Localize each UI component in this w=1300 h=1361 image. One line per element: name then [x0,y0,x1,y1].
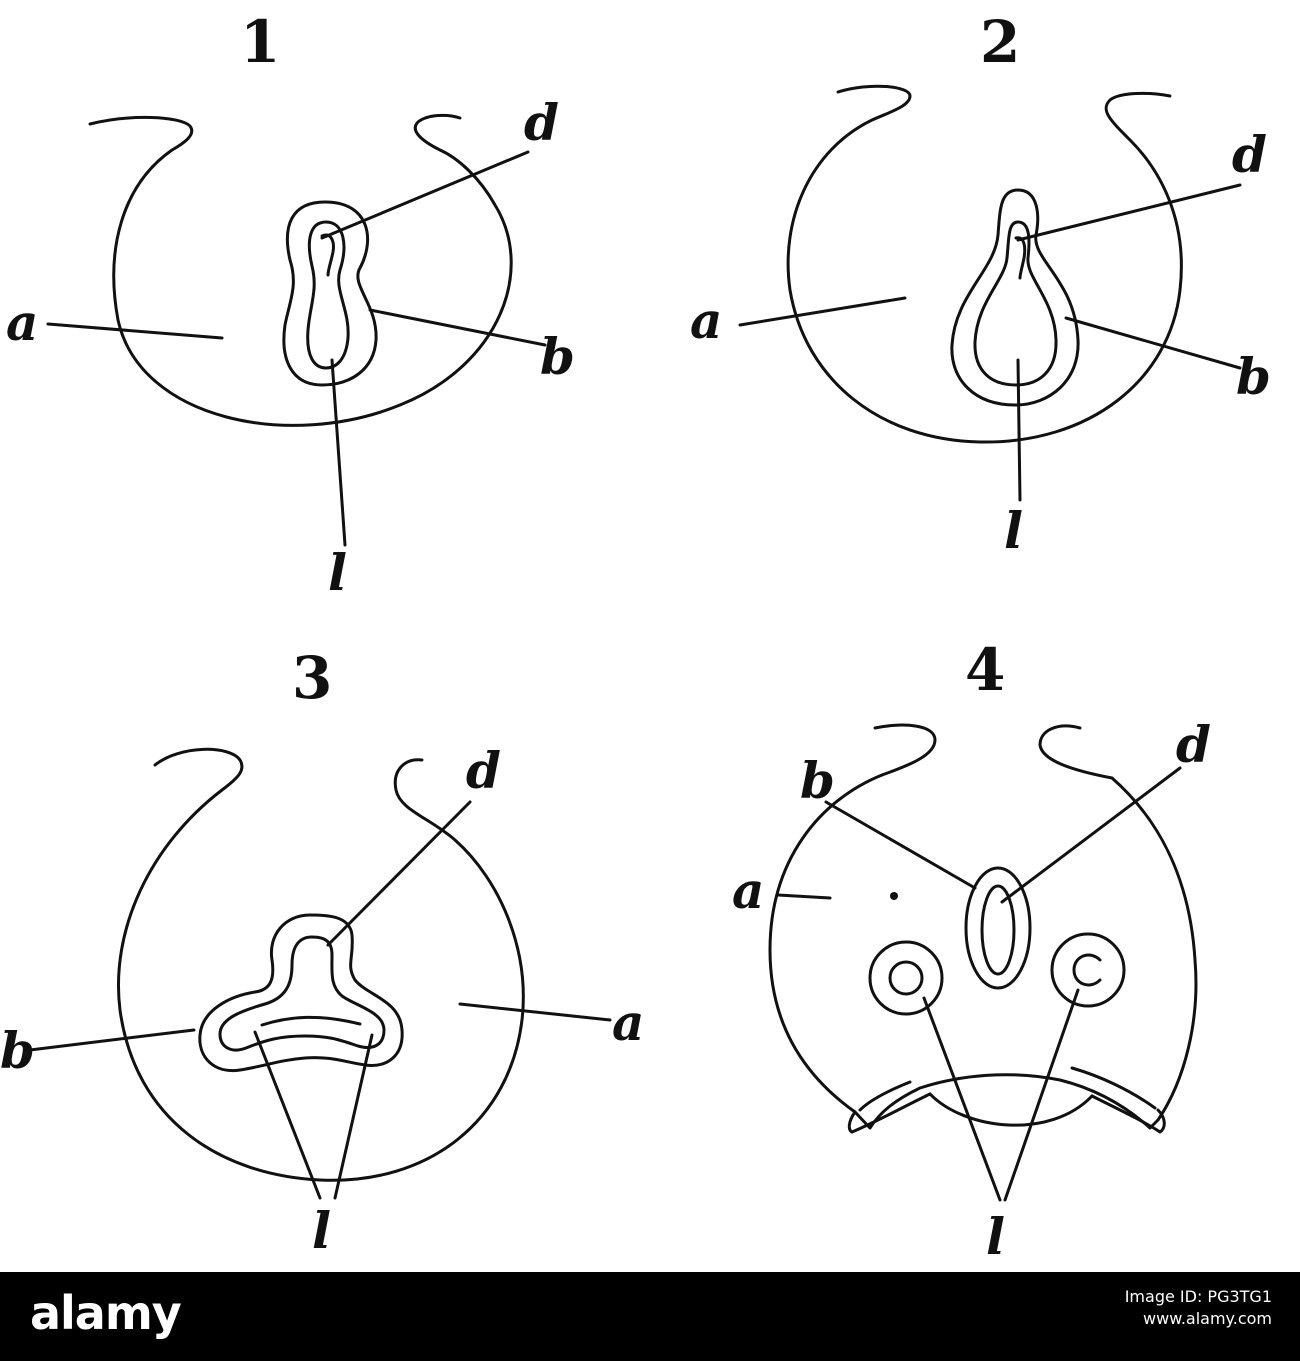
alamy-logo: alamy [30,1286,182,1340]
figure-4-oval-outer [964,866,1032,990]
figure-3-body-inner [218,935,386,1052]
figure-4-leader-d [1000,766,1182,904]
figure-2-number: 2 [980,8,1020,76]
figure-3-leader-b [28,1028,196,1052]
figure-1-number: 1 [240,8,280,76]
figure-2-label-b: b [1236,347,1271,406]
figure-4-hook-left [873,723,937,777]
figure-2-body-inner [973,220,1058,387]
image-id-text: Image ID: PG3TG1 [1124,1287,1272,1306]
figure-4-ring-right-inner [1072,953,1102,987]
figure-2-leader-l [1016,358,1022,502]
figure-4-leader-l1 [922,996,1002,1202]
figure-1-body-outer [282,200,378,387]
site-url-text: www.alamy.com [1143,1309,1272,1328]
figure-1-label-a: a [6,293,38,352]
figure-4-label-d: d [1176,715,1211,774]
figure-3-body-outer [198,913,404,1073]
figure-4-side-right-notch [1070,1066,1157,1110]
figure-4-ring-left-inner [888,960,924,996]
figure-2-slit [1014,236,1027,280]
figure-2: 2 d b a l [690,8,1271,560]
figure-4-label-l: l [986,1207,1005,1266]
figure-1-leader-b [368,308,547,347]
figure-4-ring-right-outer [1050,932,1126,1008]
figure-3: 3 d b a l [0,644,644,1260]
figure-4-lower-arc [928,1092,1094,1127]
figure-4-hook-right [1038,724,1114,780]
figure-4: 4 b d a l [732,636,1211,1266]
figure-plate: 1 d b a l 2 d b a l 3 [0,8,1271,1266]
figure-4-leader-b [824,800,977,890]
figure-4-leader-a [776,893,832,900]
figure-4-lower-left-petal [847,1092,932,1134]
diagram-svg: 1 d b a l 2 d b a l 3 [0,8,1271,1266]
figure-3-outer-outline [117,747,525,1182]
figure-1-leader-d [320,150,530,240]
figure-4-number: 4 [965,636,1005,704]
figure-3-number: 3 [292,644,332,712]
figure-1-leader-l [330,358,347,547]
figure-3-leader-d [326,800,472,947]
figure-3-label-a: a [612,993,644,1052]
figure-4-side-left-notch [858,1080,912,1112]
figure-1-slit [320,233,335,277]
figure-1-body-inner [306,220,350,370]
watermark-footer-bar: alamy Image ID: PG3TG1 www.alamy.com [0,1272,1300,1361]
figure-1-outer-outline [88,113,513,427]
figure-3-label-l: l [312,1201,331,1260]
figure-2-label-a: a [690,291,722,350]
figure-1: 1 d b a l [6,8,575,602]
figure-3-label-b: b [0,1021,35,1080]
figure-4-oval-inner [980,884,1016,976]
figure-3-leader-l1 [253,1030,322,1200]
figure-4-dot [890,892,898,900]
figure-4-outer-outline [768,773,1198,1130]
figure-3-leader-l2 [333,1033,374,1200]
figure-2-label-l: l [1004,501,1023,560]
figure-2-label-d: d [1232,125,1267,184]
figure-2-leader-a [738,296,907,327]
figure-4-ring-left-outer [868,940,944,1016]
figure-2-leader-d [1016,183,1242,242]
figure-2-leader-b [1064,316,1242,370]
figure-2-body-outer [950,188,1080,407]
figure-3-leader-a [458,1002,612,1022]
figure-4-label-b: b [800,751,835,810]
figure-3-label-d: d [466,741,501,800]
figure-4-leader-l2 [1003,988,1080,1202]
figure-4-lower-right-petal [1090,1094,1166,1134]
figure-1-label-l: l [328,543,347,602]
figure-1-label-d: d [524,93,559,152]
image-reference: Image ID: PG3TG1 www.alamy.com [1125,1286,1272,1330]
figure-3-groove [260,1015,362,1027]
figure-1-leader-a [46,322,224,340]
figure-2-outer-outline [786,84,1183,444]
figure-4-label-a: a [732,861,764,920]
figure-1-label-b: b [540,327,575,386]
